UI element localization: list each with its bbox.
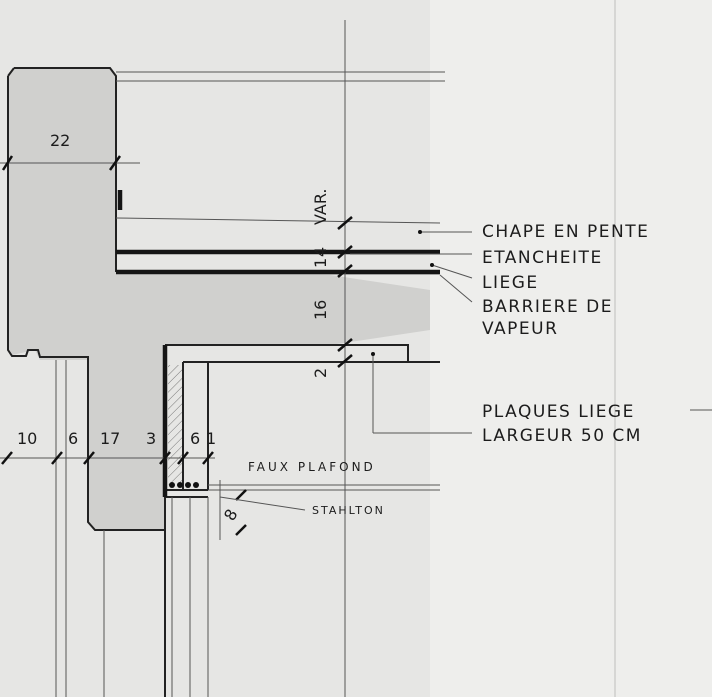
leader-lines: [219, 231, 712, 511]
dim-v4: 4: [311, 247, 330, 257]
leader-dot-plaques: [371, 352, 375, 356]
dim-h1: 1: [206, 429, 216, 448]
insulation-hatch: [168, 365, 182, 485]
label-stahlton: STAHLTON: [312, 504, 385, 517]
dim-h10: 10: [17, 429, 37, 448]
label-plaques-2: LARGEUR 50 CM: [482, 426, 642, 446]
dim-h17: 17: [100, 429, 120, 448]
lower-wall-lines: [55, 360, 221, 697]
label-etancheite: ETANCHEITE: [482, 248, 603, 268]
wall-outline: [7, 67, 166, 697]
leader-dot-liege: [430, 263, 434, 267]
stahlton-beads: [169, 482, 199, 488]
label-barriere-2: VAPEUR: [482, 319, 558, 339]
ceiling-slab-outline: [165, 344, 440, 498]
dim-var: VAR.: [311, 189, 330, 226]
label-chape: CHAPE EN PENTE: [482, 222, 649, 242]
dim-v2: 2: [311, 368, 330, 378]
dim-h3: 3: [146, 429, 156, 448]
dim-h6a: 6: [68, 429, 78, 448]
leader-dot-chape: [418, 230, 422, 234]
chape-top-line: [115, 217, 441, 224]
dim-v16: 16: [311, 300, 330, 320]
dim-top-width: 22: [50, 131, 70, 150]
dim-h6b: 6: [190, 429, 200, 448]
label-faux-plafond: FAUX PLAFOND: [248, 460, 376, 474]
label-liege: LIEGE: [482, 273, 539, 293]
label-barriere-1: BARRIERE DE: [482, 297, 613, 317]
dim-v1: 1: [311, 258, 330, 268]
dimension-ticks: [1, 155, 353, 536]
label-plaques-1: PLAQUES LIEGE: [482, 402, 635, 422]
